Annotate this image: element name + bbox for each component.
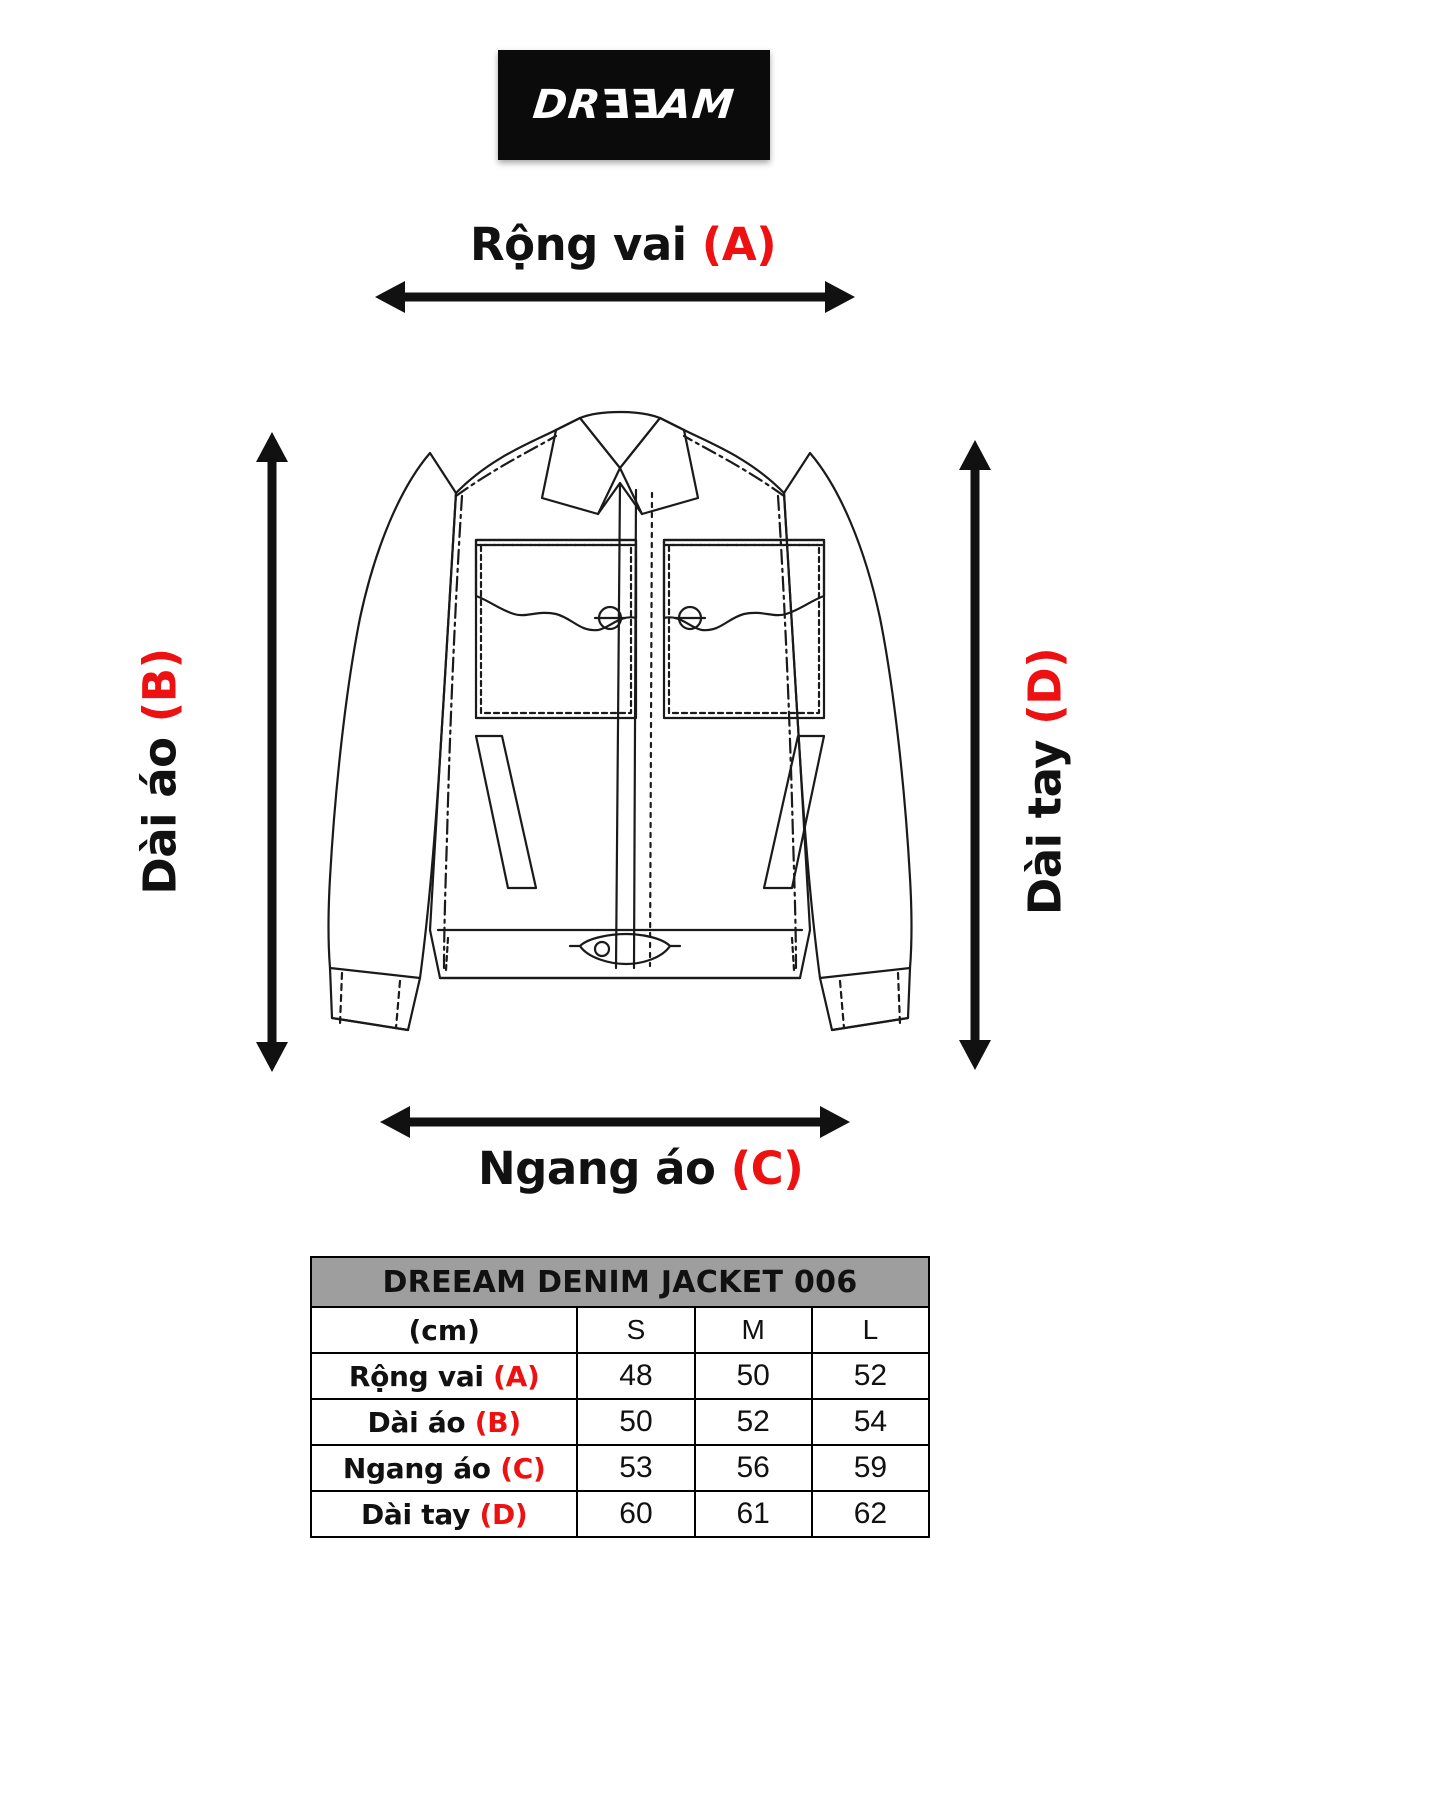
cell-chest-s: 53 bbox=[576, 1444, 696, 1492]
row-label-shoulder-key: (A) bbox=[493, 1359, 540, 1393]
row-label-length: Dài áo (B) bbox=[309, 1398, 579, 1446]
cell-length-s: 50 bbox=[576, 1398, 696, 1446]
size-table-title: DREEAM DENIM JACKET 006 bbox=[310, 1256, 930, 1308]
size-table-body: DREEAM DENIM JACKET 006 (cm) S M L Rộng … bbox=[309, 1256, 931, 1538]
row-label-sleeve-text: Dài tay bbox=[360, 1497, 480, 1531]
cell-chest-m: 56 bbox=[693, 1444, 813, 1492]
table-row: Rộng vai (A) 48 50 52 bbox=[309, 1352, 931, 1400]
arrow-body-length bbox=[256, 432, 288, 1072]
cell-sleeve-m: 61 bbox=[693, 1490, 813, 1538]
size-header-l: L bbox=[810, 1306, 931, 1354]
table-title-row: DREEAM DENIM JACKET 006 bbox=[310, 1256, 930, 1308]
row-label-shoulder: Rộng vai (A) bbox=[309, 1352, 579, 1400]
row-label-chest: Ngang áo (C) bbox=[309, 1444, 579, 1492]
cell-chest-l: 59 bbox=[810, 1444, 931, 1492]
brand-logo: DREEAM bbox=[498, 50, 770, 160]
label-chest-width-key: (C) bbox=[730, 1142, 804, 1195]
label-body-length-text: Dài áo bbox=[133, 722, 187, 895]
arrow-shoulder-width bbox=[375, 281, 855, 313]
label-body-length: Dài áo (B) bbox=[134, 562, 187, 982]
table-row: Dài áo (B) 50 52 54 bbox=[309, 1398, 931, 1446]
label-body-length-key: (B) bbox=[133, 648, 187, 723]
label-sleeve-length-text: Dài tay bbox=[1018, 724, 1072, 916]
row-label-length-key: (B) bbox=[474, 1405, 521, 1439]
row-label-shoulder-text: Rộng vai bbox=[348, 1359, 494, 1393]
table-header-row: (cm) S M L bbox=[309, 1306, 931, 1354]
cell-sleeve-l: 62 bbox=[810, 1490, 931, 1538]
cell-length-l: 54 bbox=[810, 1398, 931, 1446]
row-label-sleeve: Dài tay (D) bbox=[309, 1490, 579, 1538]
cell-sleeve-s: 60 bbox=[576, 1490, 696, 1538]
arrow-chest-width bbox=[380, 1106, 850, 1138]
row-label-chest-text: Ngang áo bbox=[342, 1451, 501, 1485]
label-sleeve-length: Dài tay (D) bbox=[1019, 572, 1072, 992]
cell-length-m: 52 bbox=[693, 1398, 813, 1446]
row-label-length-text: Dài áo bbox=[367, 1405, 475, 1439]
arrow-sleeve-length bbox=[959, 440, 991, 1070]
size-header-m: M bbox=[693, 1306, 813, 1354]
label-sleeve-length-key: (D) bbox=[1018, 647, 1072, 725]
table-row: Ngang áo (C) 53 56 59 bbox=[309, 1444, 931, 1492]
cell-shoulder-l: 52 bbox=[810, 1352, 931, 1400]
label-shoulder-width-key: (A) bbox=[701, 218, 777, 271]
denim-jacket-illustration bbox=[327, 410, 913, 1032]
label-chest-width-text: Ngang áo bbox=[478, 1142, 731, 1195]
brand-logo-text: DREEAM bbox=[530, 82, 738, 128]
label-chest-width: Ngang áo (C) bbox=[478, 1142, 804, 1195]
size-table: DREEAM DENIM JACKET 006 (cm) S M L Rộng … bbox=[309, 1256, 931, 1538]
row-label-chest-key: (C) bbox=[500, 1451, 546, 1485]
unit-header-cell: (cm) bbox=[309, 1306, 579, 1354]
size-header-s: S bbox=[576, 1306, 696, 1354]
label-shoulder-width: Rộng vai (A) bbox=[470, 218, 777, 271]
row-label-sleeve-key: (D) bbox=[479, 1497, 528, 1531]
table-row: Dài tay (D) 60 61 62 bbox=[309, 1490, 931, 1538]
label-shoulder-width-text: Rộng vai bbox=[470, 218, 702, 271]
cell-shoulder-m: 50 bbox=[693, 1352, 813, 1400]
cell-shoulder-s: 48 bbox=[576, 1352, 696, 1400]
